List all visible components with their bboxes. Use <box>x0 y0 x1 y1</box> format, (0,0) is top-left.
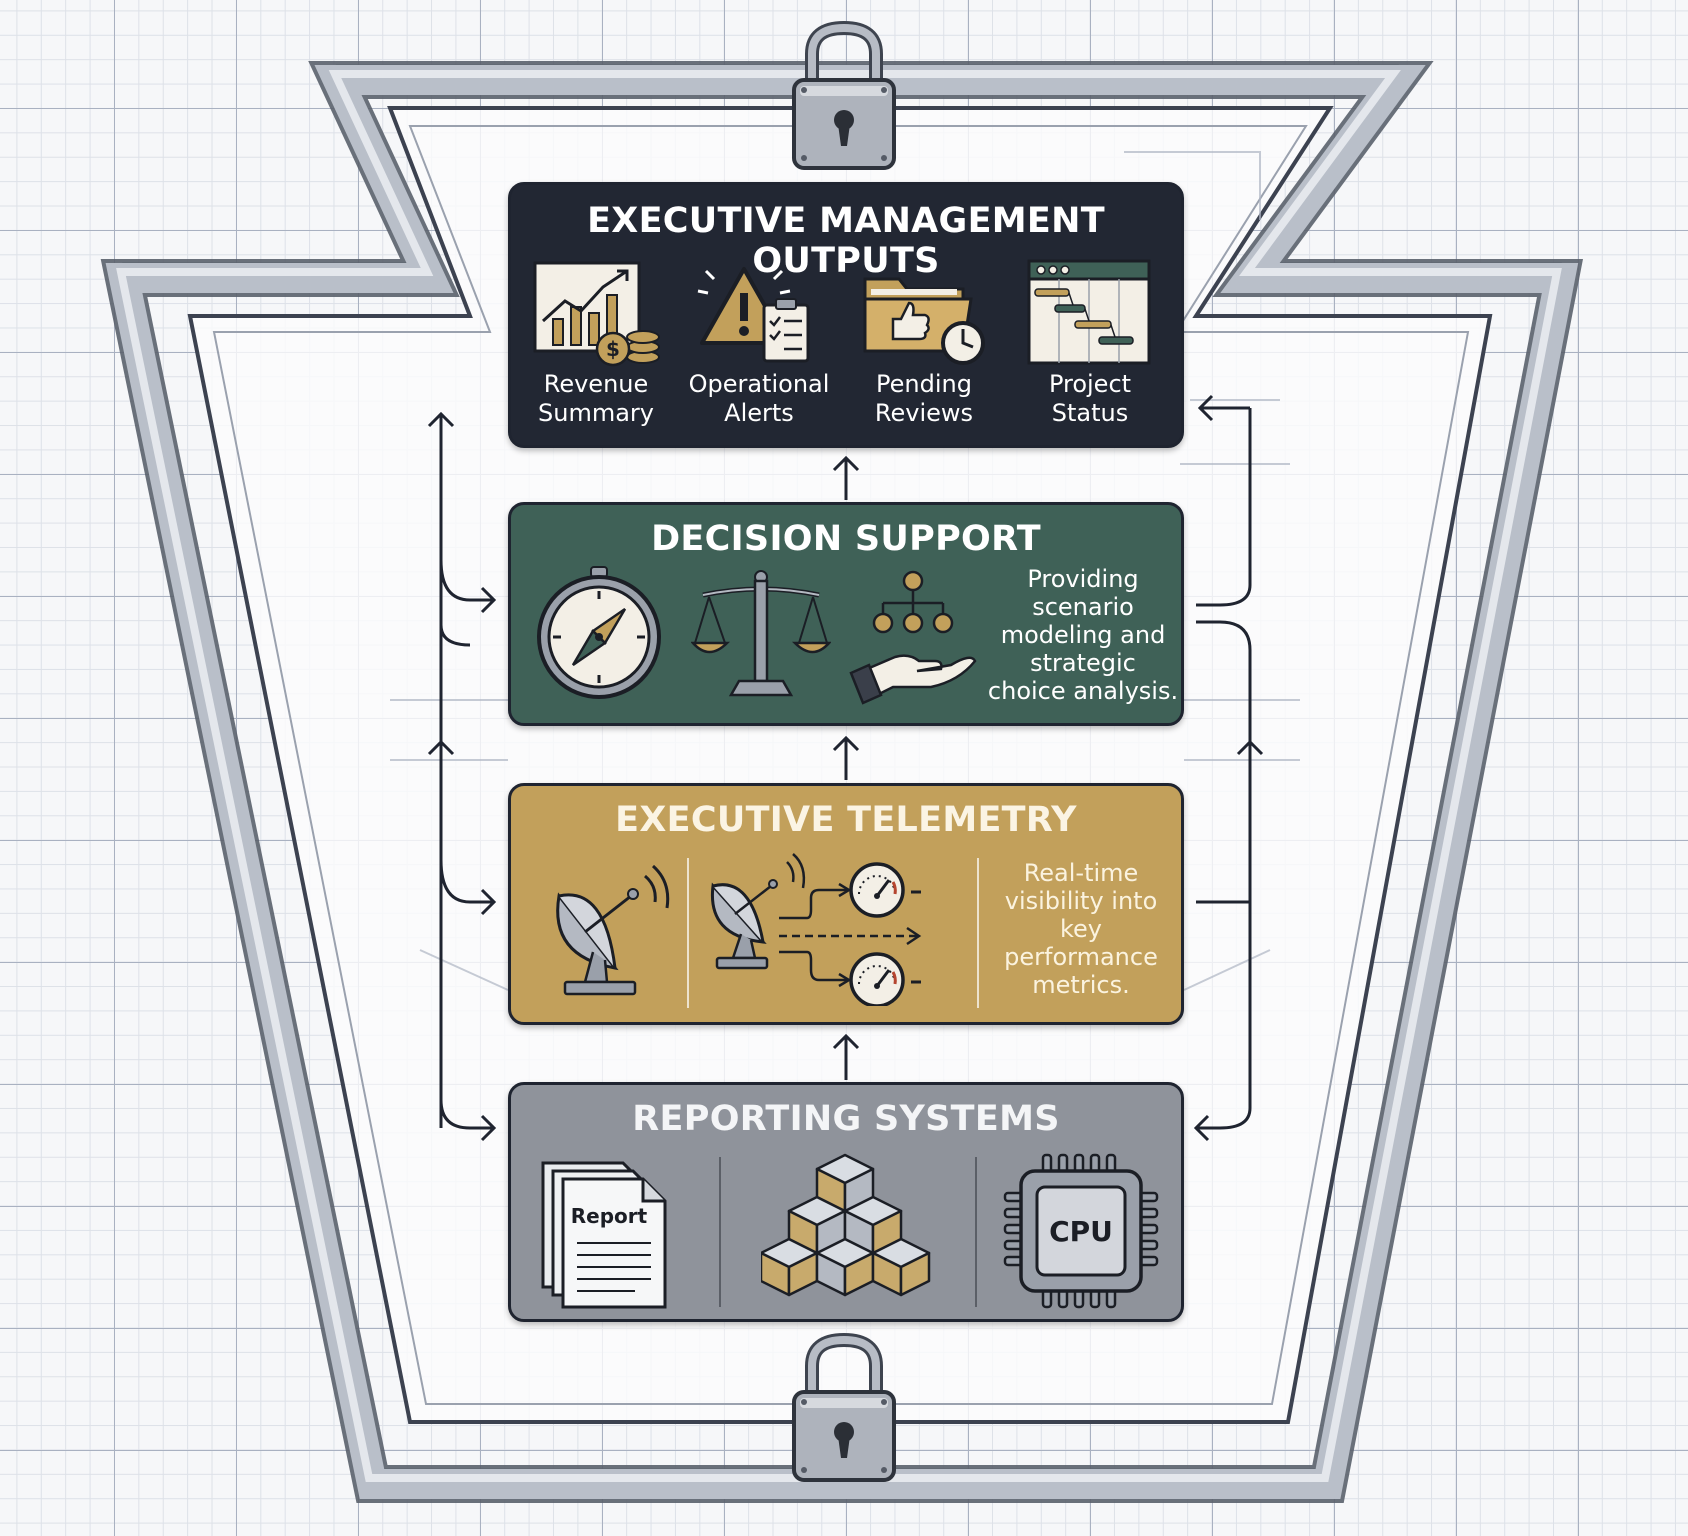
org-hand-icon <box>849 570 977 705</box>
reviews-label-line1: Pending <box>876 370 972 398</box>
decision-desc-line: Providing <box>1027 565 1139 593</box>
status-label-line2: Status <box>1051 399 1129 427</box>
flow-bus-left <box>427 411 497 1142</box>
compass-icon <box>537 566 661 699</box>
telemetry-layer-box: EXECUTIVE TELEMETRY <box>508 783 1184 1025</box>
status-label-line1: Project <box>1048 370 1132 398</box>
reviews-label-line2: Reviews <box>874 399 974 427</box>
flow-arrows-center <box>832 455 860 1080</box>
flow-bus-right <box>1193 394 1264 1142</box>
decision-desc-line: choice analysis. <box>987 677 1179 705</box>
balance-scale-icon <box>691 570 831 697</box>
gantt-chart-icon <box>1027 259 1151 365</box>
report-label: Report <box>571 1204 648 1228</box>
decision-description: Providing scenario modeling and strategi… <box>981 565 1181 705</box>
telemetry-divider <box>977 858 979 1008</box>
telemetry-divider <box>687 858 689 1008</box>
reporting-layer-box: REPORTING SYSTEMS Report <box>508 1082 1184 1322</box>
alerts-label-line1: Operational <box>688 370 830 398</box>
telemetry-desc-line: Real-time <box>1023 859 1139 887</box>
telemetry-desc-line: metrics. <box>1032 971 1130 999</box>
folder-clock-icon <box>863 277 985 365</box>
decision-layer-box: DECISION SUPPORT Providing scenario mode… <box>508 502 1184 726</box>
report-documents-icon: Report <box>541 1161 667 1309</box>
cpu-label: CPU <box>1049 1215 1113 1248</box>
cpu-chip-icon: CPU <box>1003 1153 1159 1309</box>
telemetry-desc-line: performance <box>1004 943 1158 971</box>
warning-alert-icon <box>697 267 810 363</box>
revenue-label-line2: Summary <box>538 399 654 427</box>
decision-layer-title: DECISION SUPPORT <box>651 519 1041 559</box>
telemetry-desc-line: visibility into <box>1004 887 1158 915</box>
telemetry-description: Real-time visibility into key performanc… <box>981 859 1181 999</box>
outputs-layer-box: EXECUTIVE MANAGEMENT OUTPUTS $ Revenue S… <box>508 182 1184 448</box>
padlock-top-icon <box>792 20 896 170</box>
decision-desc-line: strategic <box>1030 649 1136 677</box>
dish-to-gauges-icon <box>710 853 922 1006</box>
reporting-divider <box>719 1157 721 1307</box>
telemetry-layer-title: EXECUTIVE TELEMETRY <box>615 800 1077 840</box>
reporting-divider <box>975 1157 977 1307</box>
pending-reviews-item: Pending Reviews <box>849 259 999 427</box>
padlock-bottom-icon <box>792 1332 896 1482</box>
decision-desc-line: scenario <box>1032 593 1134 621</box>
decision-desc-line: modeling and <box>1000 621 1166 649</box>
operational-alerts-item: Operational Alerts <box>684 259 834 427</box>
revenue-chart-icon: $ <box>533 261 660 367</box>
reporting-layer-title: REPORTING SYSTEMS <box>632 1099 1060 1139</box>
revenue-summary-item: $ Revenue Summary <box>521 259 671 427</box>
outputs-layer-title: EXECUTIVE MANAGEMENT OUTPUTS <box>587 201 1105 281</box>
project-status-item: Project Status <box>1015 259 1165 427</box>
cube-stack-icon <box>761 1153 931 1297</box>
revenue-label-line1: Revenue <box>543 370 649 398</box>
svg-text:$: $ <box>606 337 620 361</box>
telemetry-desc-line: key <box>1059 915 1102 943</box>
satellite-dish-icon <box>556 864 670 996</box>
alerts-label-line2: Alerts <box>724 399 794 427</box>
